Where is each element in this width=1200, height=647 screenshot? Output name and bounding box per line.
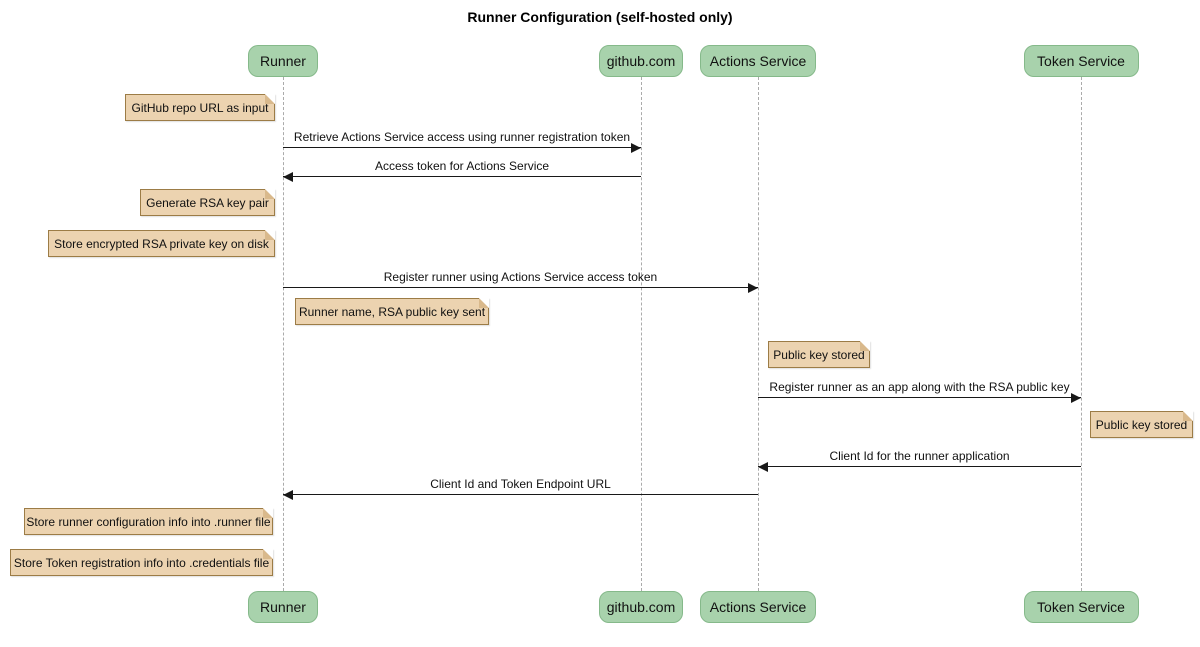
note-fold-corner — [265, 230, 275, 240]
message-label: Register runner using Actions Service ac… — [383, 270, 658, 284]
note: Store Token registration info into .cred… — [10, 549, 273, 576]
note: Generate RSA key pair — [140, 189, 275, 216]
note-fold-corner — [263, 549, 273, 559]
diagram-title: Runner Configuration (self-hosted only) — [467, 9, 733, 25]
participant-box-runner-top: Runner — [248, 45, 318, 77]
participant-box-actions-bottom: Actions Service — [700, 591, 816, 623]
message-line — [758, 393, 1081, 403]
participant-box-runner-bottom: Runner — [248, 591, 318, 623]
participant-box-token-top: Token Service — [1023, 45, 1139, 77]
message-arrowhead — [748, 283, 758, 293]
lifeline-token — [1081, 77, 1082, 591]
note: Public key stored — [768, 341, 870, 368]
note-fold-corner — [479, 298, 489, 308]
participant-box-token-bottom: Token Service — [1023, 591, 1139, 623]
participant-box-actions-top: Actions Service — [700, 45, 816, 77]
note: Store encrypted RSA private key on disk — [48, 230, 275, 257]
note-fold-corner — [265, 94, 275, 104]
note-fold-corner — [860, 341, 870, 351]
message-label: Client Id and Token Endpoint URL — [430, 477, 611, 491]
message-arrowhead — [283, 172, 293, 182]
message-line — [283, 283, 758, 293]
message-label: Retrieve Actions Service access using ru… — [293, 130, 631, 144]
message-label: Client Id for the runner application — [829, 449, 1010, 463]
note: GitHub repo URL as input — [125, 94, 275, 121]
message-arrowhead — [631, 143, 641, 153]
participant-box-github-bottom: github.com — [599, 591, 683, 623]
note: Runner name, RSA public key sent — [295, 298, 489, 325]
note-fold-corner — [263, 508, 273, 518]
note: Public key stored — [1090, 411, 1193, 438]
lifeline-actions — [758, 77, 759, 591]
message-line — [283, 143, 641, 153]
participant-box-github-top: github.com — [599, 45, 683, 77]
message-line — [283, 172, 641, 182]
message-label: Register runner as an app along with the… — [769, 380, 1070, 394]
lifeline-github — [641, 77, 642, 591]
message-line — [283, 490, 758, 500]
note-fold-corner — [1183, 411, 1193, 421]
message-arrowhead — [758, 462, 768, 472]
message-line — [758, 462, 1081, 472]
message-label: Access token for Actions Service — [374, 159, 550, 173]
lifeline-runner — [283, 77, 284, 591]
message-arrowhead — [1071, 393, 1081, 403]
note-fold-corner — [265, 189, 275, 199]
message-arrowhead — [283, 490, 293, 500]
note: Store runner configuration info into .ru… — [24, 508, 273, 535]
